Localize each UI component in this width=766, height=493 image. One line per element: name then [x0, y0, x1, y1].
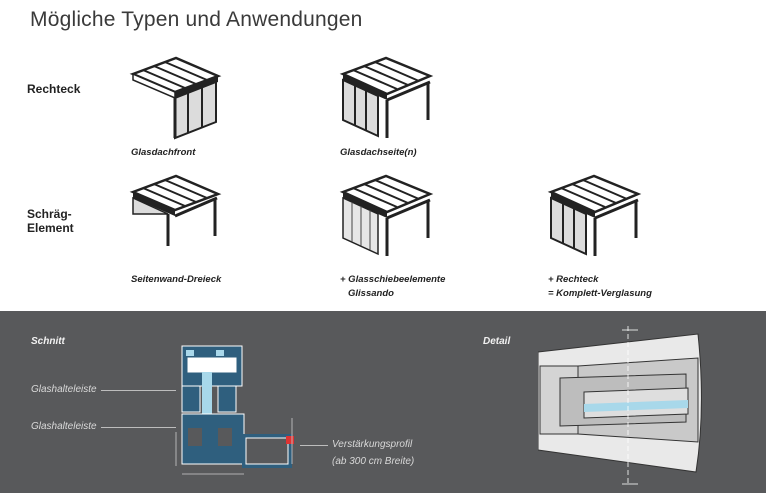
caption-glissando: Glissando [348, 288, 394, 299]
pergola-triangle-wall-icon [129, 174, 222, 246]
callout-line [101, 390, 176, 391]
row-label-schraeg-line1: Schräg- [27, 207, 72, 221]
caption-seitenwand-dreieck: Seitenwand-Dreieck [131, 274, 222, 285]
callout-verstaerkungsprofil: Verstärkungsprofil [332, 439, 413, 450]
pergola-front-glazing-icon [129, 56, 222, 140]
caption-glasdachfront: Glasdachfront [131, 147, 196, 158]
row-label-schraeg-line2: Element [27, 221, 74, 235]
callout-line [101, 427, 176, 428]
callout-glashalteleiste-1: Glashalteleiste [31, 384, 97, 395]
caption-glasschiebeelemente: + Glasschiebeelemente [340, 274, 446, 285]
pergola-sliding-glass-icon [339, 174, 434, 256]
callout-line [300, 445, 328, 446]
caption-komplett-verglasung: = Komplett-Verglasung [548, 288, 652, 299]
caption-rechteck: + Rechteck [548, 274, 599, 285]
page-title: Mögliche Typen und Anwendungen [30, 8, 363, 31]
callout-ab-300cm: (ab 300 cm Breite) [332, 456, 415, 467]
caption-glasdachseiten: Glasdachseite(n) [340, 147, 417, 158]
schnitt-label: Schnitt [31, 336, 65, 347]
row-label-rechteck: Rechteck [27, 82, 81, 96]
pergola-full-glazing-icon [547, 174, 642, 256]
pergola-side-glazing-icon [339, 56, 434, 138]
callout-glashalteleiste-2: Glashalteleiste [31, 421, 97, 432]
detail-label: Detail [483, 336, 511, 347]
detail-drawing [538, 326, 703, 486]
profile-section-drawing [175, 345, 294, 475]
